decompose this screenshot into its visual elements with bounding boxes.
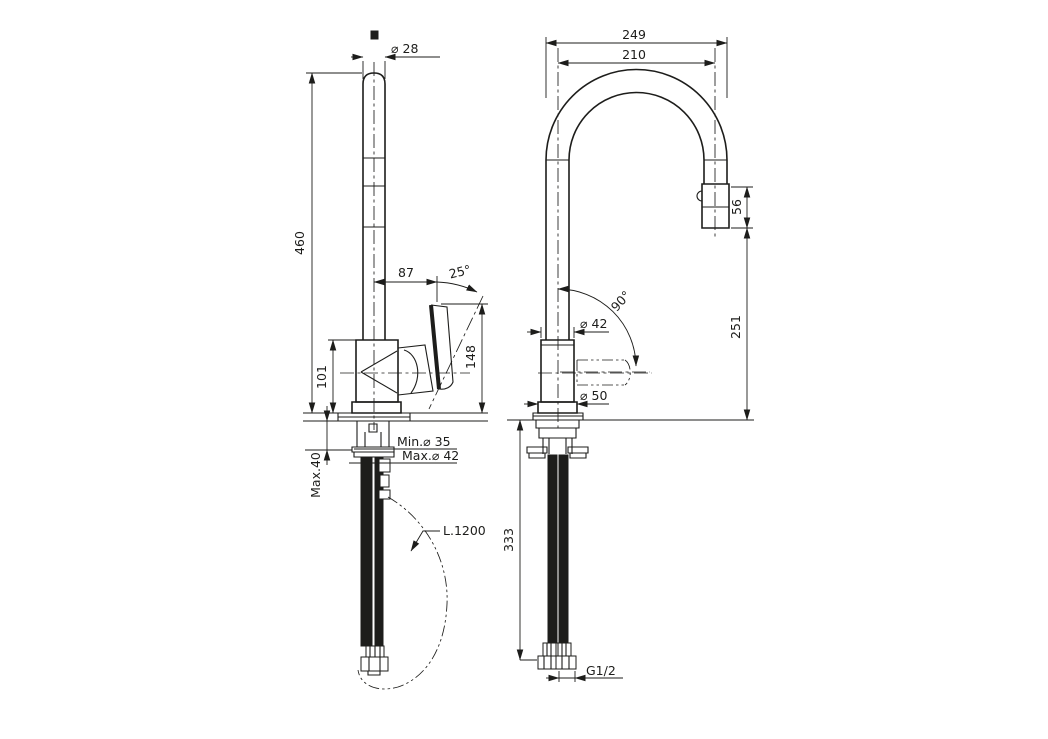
supply-hoses-right	[538, 455, 576, 669]
dim-handle-height	[441, 304, 488, 414]
faucet-body-front	[541, 340, 574, 402]
label-spout-diameter: ⌀ 28	[391, 41, 418, 56]
dim-body-height	[328, 340, 356, 414]
handle-hub	[398, 345, 433, 395]
phantom-handle-90	[560, 360, 650, 385]
dim-overall-width	[546, 37, 727, 98]
spray-button	[697, 191, 702, 201]
hose-nut	[361, 657, 388, 671]
mounting-hardware-left	[352, 421, 394, 457]
handle-lever	[431, 305, 453, 389]
dim-swivel-angle	[557, 285, 640, 367]
dim-total-height	[303, 73, 488, 413]
label-spray-head-height: 56	[729, 199, 744, 215]
label-body-diameter: ⌀ 42	[580, 316, 607, 331]
dim-deck-thickness	[305, 406, 352, 465]
dim-connection-thread	[546, 671, 623, 682]
label-connection-thread: G1/2	[586, 663, 616, 678]
label-handle-height: 148	[463, 345, 478, 369]
gooseneck-spout	[546, 70, 727, 341]
dim-spout-diameter	[351, 53, 440, 79]
label-handle-offset: 87	[398, 265, 414, 280]
dim-handle-offset	[373, 276, 437, 302]
left-view-side: ⌀ 28 460 87 25° 148 101 Min.⌀ 35 Max.⌀ 4…	[292, 31, 488, 689]
hose-nut-right	[556, 656, 576, 669]
base-front	[533, 402, 583, 420]
label-deck-thickness: Max.40	[308, 452, 323, 498]
label-handle-angle: 25°	[447, 262, 472, 282]
label-base-diameter: ⌀ 50	[580, 388, 607, 403]
spray-head	[697, 184, 729, 228]
faucet-body	[356, 340, 398, 402]
label-body-height: 101	[314, 365, 329, 389]
label-hose-length: L.1200	[443, 523, 486, 538]
pullout-hose-phantom	[358, 497, 447, 689]
label-hole-min: Min.⌀ 35	[397, 434, 451, 449]
label-hole-max: Max.⌀ 42	[402, 448, 459, 463]
mounting-hardware-right	[527, 420, 588, 458]
dim-hose-drop	[516, 419, 537, 660]
dim-hose-length-leader	[411, 531, 440, 552]
supply-hose-left	[361, 457, 390, 675]
label-overall-width: 249	[622, 27, 646, 42]
spout-tube	[363, 73, 385, 340]
registration-mark	[371, 31, 378, 39]
right-view-front: 249 210 56 251 90° ⌀ 42 ⌀ 50 333 G1/2	[501, 27, 754, 682]
dim-handle-angle	[429, 282, 483, 409]
label-clearance-height: 251	[728, 315, 743, 339]
dim-body-diameter	[527, 327, 609, 338]
label-total-height: 460	[292, 231, 307, 255]
label-spout-reach: 210	[622, 47, 646, 62]
label-hose-drop: 333	[501, 528, 516, 552]
hose-nut-left	[538, 656, 557, 669]
